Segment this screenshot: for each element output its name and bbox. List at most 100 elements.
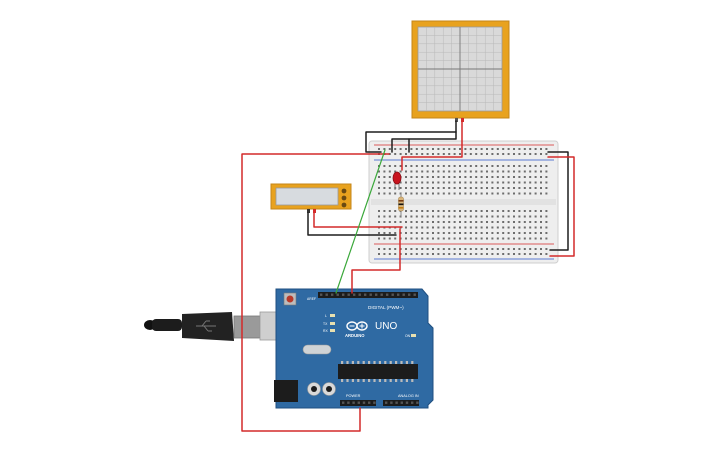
breadboard-hole[interactable] [502,237,505,240]
breadboard-hole[interactable] [437,226,440,229]
breadboard-hole[interactable] [507,181,510,184]
breadboard-hole[interactable] [491,237,494,240]
breadboard-hole[interactable] [405,253,407,255]
breadboard-hole[interactable] [540,187,542,189]
breadboard-hole[interactable] [421,153,424,155]
breadboard-hole[interactable] [486,165,488,167]
breadboard-hole[interactable] [459,148,461,150]
breadboard-hole[interactable] [442,148,445,150]
breadboard-hole[interactable] [410,165,413,167]
breadboard-hole[interactable] [410,248,413,250]
breadboard-hole[interactable] [405,176,407,178]
breadboard-hole[interactable] [518,181,521,184]
breadboard-hole[interactable] [491,181,494,184]
breadboard-hole[interactable] [496,176,499,178]
black-wire[interactable] [307,212,397,236]
breadboard-hole[interactable] [405,215,407,218]
breadboard-hole[interactable] [437,253,440,255]
red-wire[interactable] [241,153,390,432]
breadboard-hole[interactable] [491,226,494,229]
breadboard-hole[interactable] [442,232,445,234]
reset-button-cap[interactable] [286,295,294,303]
breadboard-hole[interactable] [453,187,456,189]
breadboard-hole[interactable] [502,153,505,155]
breadboard-hole[interactable] [513,187,515,189]
breadboard-hole[interactable] [442,226,445,229]
breadboard-hole[interactable] [491,210,494,212]
breadboard-hole[interactable] [378,232,380,234]
breadboard-hole[interactable] [437,232,440,234]
breadboard-hole[interactable] [415,192,418,195]
breadboard-hole[interactable] [486,232,488,234]
breadboard-hole[interactable] [432,248,434,250]
breadboard-hole[interactable] [513,153,515,155]
breadboard-hole[interactable] [480,148,483,150]
breadboard-hole[interactable] [426,215,429,218]
breadboard-hole[interactable] [464,148,467,150]
breadboard-hole[interactable] [383,181,386,184]
breadboard-hole[interactable] [394,148,397,150]
breadboard-hole[interactable] [475,153,478,155]
breadboard-hole[interactable] [464,210,467,212]
usb-cable[interactable] [144,311,285,341]
breadboard-hole[interactable] [453,181,456,184]
breadboard-hole[interactable] [459,153,461,155]
breadboard-hole[interactable] [405,226,407,229]
breadboard-hole[interactable] [507,192,510,195]
breadboard-hole[interactable] [442,165,445,167]
breadboard-hole[interactable] [432,221,434,223]
breadboard-hole[interactable] [469,165,472,167]
breadboard-hole[interactable] [475,221,478,223]
breadboard-hole[interactable] [383,215,386,218]
breadboard-hole[interactable] [513,170,515,173]
breadboard-hole[interactable] [432,187,434,189]
breadboard-hole[interactable] [410,221,413,223]
breadboard-hole[interactable] [410,170,413,173]
breadboard-hole[interactable] [540,221,542,223]
breadboard-hole[interactable] [410,192,413,195]
breadboard-hole[interactable] [426,153,429,155]
breadboard-hole[interactable] [442,253,445,255]
breadboard-hole[interactable] [491,221,494,223]
red-wire[interactable] [313,212,403,228]
breadboard-hole[interactable] [523,148,526,150]
breadboard-hole[interactable] [475,165,478,167]
breadboard-hole[interactable] [529,192,532,195]
breadboard-hole[interactable] [491,192,494,195]
breadboard-hole[interactable] [496,237,499,240]
breadboard-hole[interactable] [502,215,505,218]
breadboard-hole[interactable] [394,165,397,167]
breadboard-hole[interactable] [453,192,456,195]
breadboard-hole[interactable] [459,237,461,240]
breadboard-hole[interactable] [405,170,407,173]
breadboard-hole[interactable] [464,248,467,250]
breadboard-hole[interactable] [405,237,407,240]
breadboard-hole[interactable] [475,253,478,255]
breadboard-hole[interactable] [437,148,440,150]
breadboard-hole[interactable] [529,148,532,150]
breadboard-hole[interactable] [448,210,451,212]
breadboard-hole[interactable] [486,181,488,184]
header-pin[interactable] [416,401,419,404]
breadboard-hole[interactable] [545,248,548,250]
breadboard-hole[interactable] [496,248,499,250]
breadboard-hole[interactable] [518,176,521,178]
breadboard-hole[interactable] [523,237,526,240]
breadboard-hole[interactable] [448,253,451,255]
breadboard-hole[interactable] [394,170,397,173]
breadboard-hole[interactable] [496,232,499,234]
breadboard-hole[interactable] [518,187,521,189]
breadboard-hole[interactable] [469,221,472,223]
header-pin[interactable] [325,293,328,296]
breadboard-hole[interactable] [410,187,413,189]
breadboard-hole[interactable] [507,232,510,234]
breadboard-hole[interactable] [383,248,386,250]
breadboard-hole[interactable] [540,232,542,234]
breadboard-hole[interactable] [421,226,424,229]
red-wire[interactable] [401,120,463,171]
breadboard-hole[interactable] [545,237,548,240]
breadboard-hole[interactable] [415,253,418,255]
breadboard-hole[interactable] [545,148,548,150]
breadboard-hole[interactable] [405,248,407,250]
breadboard-hole[interactable] [432,192,434,195]
